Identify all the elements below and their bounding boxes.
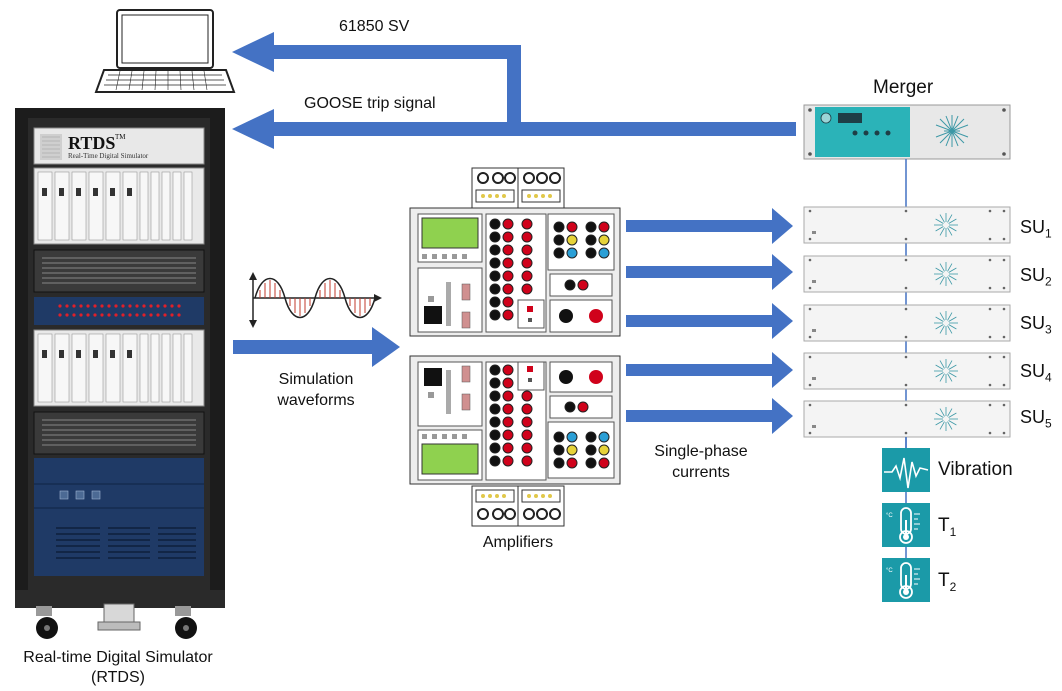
sampling-unit-3 bbox=[803, 304, 1011, 342]
svg-text:°C: °C bbox=[886, 513, 893, 519]
t2-name: T bbox=[938, 570, 950, 591]
su-panel-detail-4 bbox=[808, 355, 1006, 387]
svg-text:°C: °C bbox=[886, 568, 893, 574]
single-phase-label-line1: Single-phase bbox=[654, 443, 748, 460]
rtds-rack bbox=[15, 108, 225, 631]
su-label-5: SU5 bbox=[1020, 407, 1052, 431]
su-3-name: SU bbox=[1020, 313, 1046, 333]
t1-name: T bbox=[938, 515, 950, 536]
su-label-3: SU3 bbox=[1020, 313, 1052, 337]
rtds-subtitle-label: Real-Time Digital Simulator bbox=[68, 152, 149, 160]
simulation-arrow bbox=[233, 327, 400, 367]
vibration-sensor-icon bbox=[882, 448, 930, 492]
su-panel-detail-1 bbox=[808, 209, 1006, 241]
su-panel-detail-2 bbox=[808, 258, 1006, 290]
su-2-index: 2 bbox=[1045, 274, 1052, 289]
t2-index: 2 bbox=[949, 579, 957, 594]
t1-label: T1 bbox=[938, 515, 956, 539]
amplifiers-label: Amplifiers bbox=[482, 534, 554, 551]
amp-output-arrows bbox=[626, 208, 793, 434]
su-4-name: SU bbox=[1020, 361, 1046, 381]
sampling-unit-2 bbox=[803, 255, 1011, 293]
simulation-label-line1: Simulation bbox=[278, 371, 354, 388]
su-1-name: SU bbox=[1020, 217, 1046, 237]
temperature-sensor-2-icon: °C bbox=[882, 558, 930, 602]
simulation-label-line2: waveforms bbox=[277, 392, 355, 409]
su-panel-detail-5 bbox=[808, 403, 1006, 435]
single-phase-label-line2: currents bbox=[672, 464, 730, 481]
sv-label: 61850 SV bbox=[339, 18, 410, 35]
merger-unit bbox=[803, 104, 1011, 160]
amplifier-unit-2 bbox=[409, 355, 621, 485]
amplifier-unit-1 bbox=[409, 207, 621, 337]
sine-waveform-icon bbox=[249, 272, 382, 328]
sampling-unit-5 bbox=[803, 400, 1011, 438]
su-label-2: SU2 bbox=[1020, 265, 1052, 289]
su-5-index: 5 bbox=[1045, 416, 1052, 431]
goose-label: GOOSE trip signal bbox=[304, 95, 436, 112]
temperature-sensor-1-icon: °C bbox=[882, 503, 930, 547]
sampling-unit-4 bbox=[803, 352, 1011, 390]
su-2-name: SU bbox=[1020, 265, 1046, 285]
sampling-units-group bbox=[803, 206, 1011, 438]
su-1-index: 1 bbox=[1045, 226, 1052, 241]
laptop-icon bbox=[94, 9, 236, 93]
amplifier-bottom-terminal bbox=[471, 485, 565, 527]
su-label-4: SU4 bbox=[1020, 361, 1052, 385]
su-label-1: SU1 bbox=[1020, 217, 1052, 241]
merger-label: Merger bbox=[873, 77, 934, 98]
amplifier-top-terminal bbox=[471, 167, 565, 209]
t1-index: 1 bbox=[949, 524, 957, 539]
rtds-caption-line2: (RTDS) bbox=[91, 669, 145, 686]
sampling-unit-1 bbox=[803, 206, 1011, 244]
goose-arrow bbox=[232, 109, 796, 149]
t2-label: T2 bbox=[938, 570, 956, 594]
rtds-caption-line1: Real-time Digital Simulator bbox=[23, 649, 213, 666]
su-5-name: SU bbox=[1020, 407, 1046, 427]
su-4-index: 4 bbox=[1045, 370, 1052, 385]
rtds-wheels bbox=[36, 606, 197, 639]
su-3-index: 3 bbox=[1045, 322, 1052, 337]
vibration-label: Vibration bbox=[938, 459, 1013, 480]
rtds-brand-label: RTDS bbox=[68, 133, 115, 153]
sv-arrow bbox=[232, 32, 521, 125]
rtds-tm-label: TM bbox=[115, 133, 126, 141]
su-panel-detail-3 bbox=[808, 307, 1006, 339]
